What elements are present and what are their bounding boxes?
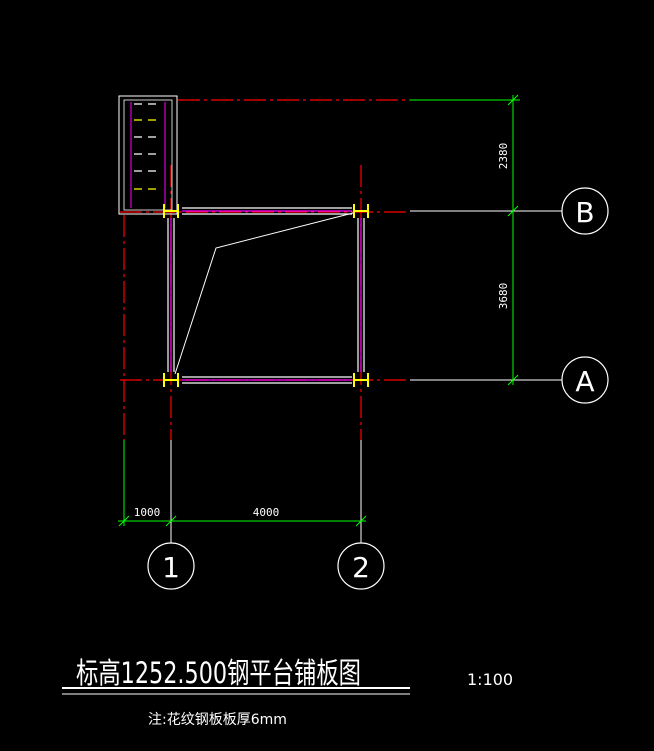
dim-tick: [118, 515, 130, 527]
drawing-note: 注:花纹钢板板厚6mm: [148, 712, 287, 728]
axis-centerlines: [120, 99, 410, 440]
dim-tick: [165, 515, 177, 527]
dimension-texts: 2380 3680 1000 4000: [134, 143, 510, 519]
grid-bubble-2: 2: [337, 542, 385, 590]
plate-boundary-line: [174, 212, 354, 375]
dim-text-2380: 2380: [497, 143, 510, 170]
column-b1: [163, 204, 179, 218]
dim-text-3680: 3680: [497, 283, 510, 310]
dim-tick: [507, 94, 519, 106]
stair-outer-frame: [118, 95, 178, 215]
grid-bubble-a: A: [561, 356, 609, 404]
grid-label-1: 1: [162, 551, 180, 584]
drawing-scale: 1:100: [467, 670, 513, 689]
stair-outline: [118, 95, 178, 215]
platform-beams: [167, 207, 365, 384]
grid-label-2: 2: [352, 551, 370, 584]
dimension-lines: [118, 94, 520, 527]
column-b2: [353, 204, 369, 218]
drawing-title: 标高1252.500钢平台铺板图: [76, 656, 361, 690]
grid-bubble-b: B: [561, 187, 609, 235]
beam-axis-b: [182, 207, 352, 215]
beam-axis-2: [357, 218, 365, 372]
title-block: 标高1252.500钢平台铺板图 1:100 注:花纹钢板板厚6mm: [62, 656, 513, 728]
dim-tick: [507, 205, 519, 217]
dim-text-1000: 1000: [134, 506, 161, 519]
dim-text-4000: 4000: [253, 506, 280, 519]
columns: [163, 204, 369, 387]
stair-inner-frame: [123, 99, 173, 211]
stair-treads: [134, 103, 162, 190]
column-a1: [163, 373, 179, 387]
dim-tick: [355, 515, 367, 527]
grid-bubbles: B A 1 2: [147, 187, 609, 590]
beam-axis-a: [182, 376, 352, 384]
column-a2: [353, 373, 369, 387]
dim-tick: [507, 374, 519, 386]
grid-bubble-1: 1: [147, 542, 195, 590]
beam-axis-1: [167, 218, 175, 372]
grid-label-b: B: [575, 196, 594, 229]
grid-extension-lines: [170, 210, 562, 543]
grid-label-a: A: [575, 365, 594, 398]
